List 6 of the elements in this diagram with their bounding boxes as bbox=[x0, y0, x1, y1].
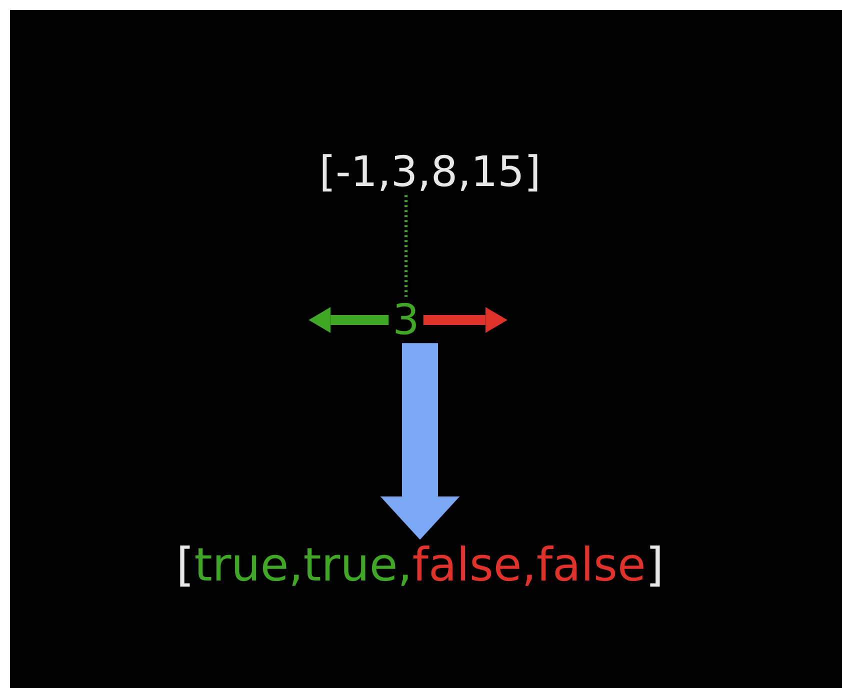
arrow bbox=[423, 307, 508, 333]
pivot-value-text: 3 bbox=[388, 296, 424, 344]
arrow bbox=[308, 307, 389, 333]
input-array-text: [-1,3,8,15] bbox=[319, 148, 541, 196]
leader-line bbox=[404, 195, 408, 297]
result-array-text: [true,true,false,false] bbox=[176, 540, 664, 590]
